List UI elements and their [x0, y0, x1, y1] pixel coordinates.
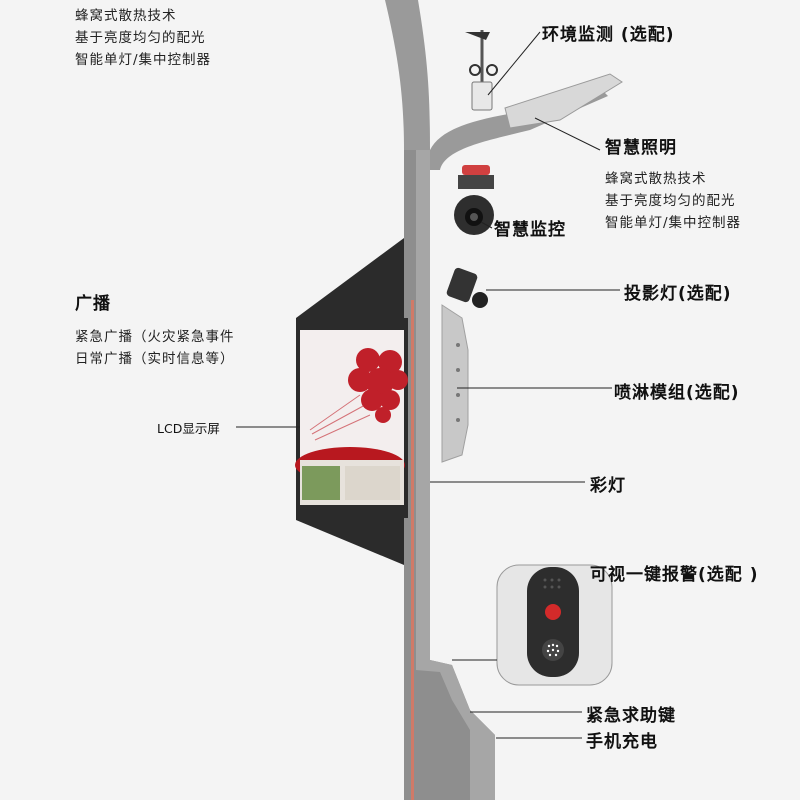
broadcast-feature-2: 日常广播（实时信息等）	[75, 348, 235, 370]
color-light-strip	[411, 300, 414, 800]
label-broadcast: 广播	[75, 289, 111, 314]
lighting-feature-1: 蜂窝式散热技术	[605, 168, 741, 190]
label-lcd-screen: LCD显示屏	[157, 418, 220, 437]
top-feature-text: 蜂窝式散热技术 基于亮度均匀的配光 智能单灯/集中控制器	[75, 5, 211, 71]
lighting-feature-3: 智能单灯/集中控制器	[605, 212, 741, 234]
broadcast-feature-1: 紧急广播（火灾紧急事件	[75, 326, 235, 348]
broadcast-features: 紧急广播（火灾紧急事件 日常广播（实时信息等）	[75, 326, 235, 370]
label-spray-module: 喷淋模组(选配)	[614, 378, 740, 403]
alarm-button	[545, 604, 561, 620]
label-emergency-button: 紧急求助键	[586, 701, 676, 726]
label-color-light: 彩灯	[590, 471, 626, 496]
lighting-feature-2: 基于亮度均匀的配光	[605, 190, 741, 212]
smart-lighting-features: 蜂窝式散热技术 基于亮度均匀的配光 智能单灯/集中控制器	[605, 168, 741, 234]
top-feature-3: 智能单灯/集中控制器	[75, 49, 211, 71]
label-smart-lighting: 智慧照明	[605, 133, 677, 158]
label-phone-charging: 手机充电	[586, 727, 658, 752]
top-feature-1: 蜂窝式散热技术	[75, 5, 211, 27]
label-env-monitor: 环境监测 (选配)	[542, 20, 674, 45]
spray-panel	[442, 305, 468, 462]
top-feature-2: 基于亮度均匀的配光	[75, 27, 211, 49]
label-video-alarm: 可视一键报警(选配 )	[590, 560, 758, 585]
label-smart-monitor: 智慧监控	[494, 215, 566, 240]
label-projector-light: 投影灯(选配)	[624, 279, 732, 304]
